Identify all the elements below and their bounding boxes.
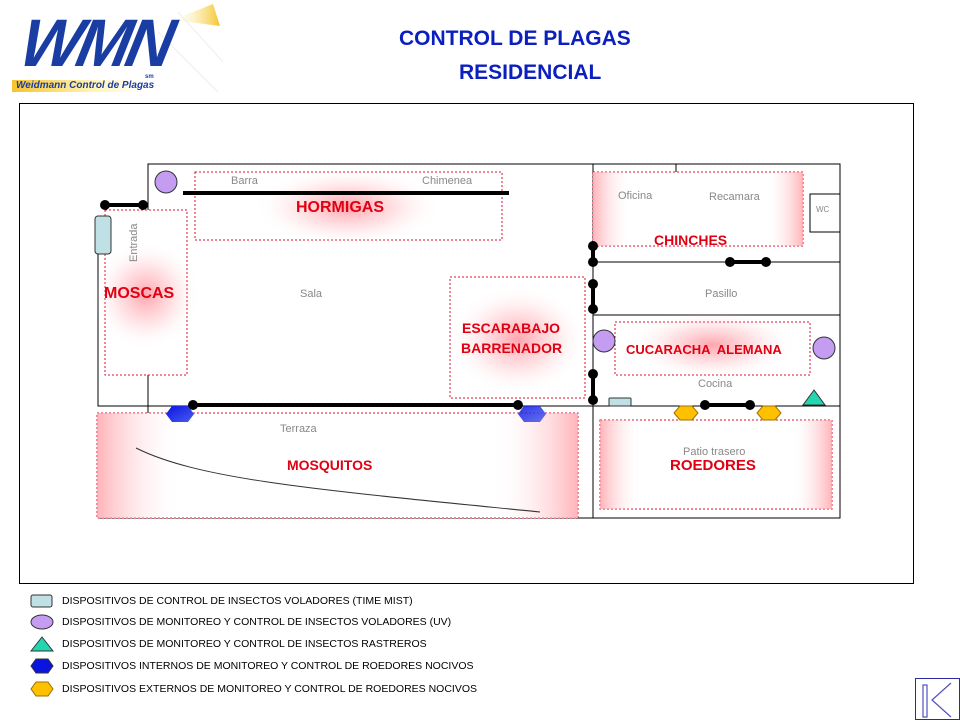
room-sala: Sala [300, 288, 323, 300]
logo-tagline: Weidmann Control de Plagas [16, 80, 155, 91]
first-slide-button[interactable] [915, 678, 960, 720]
zone-hormigas-glow [253, 167, 443, 247]
internal-rodent-device-icon[interactable] [166, 406, 194, 422]
legend-label: DISPOSITIVOS EXTERNOS DE MONITOREO Y CON… [62, 683, 478, 695]
pest-roedores: ROEDORES [670, 457, 756, 474]
door-hinge [100, 200, 110, 210]
door-hinge [725, 257, 735, 267]
pest-mosquitos: MOSQUITOS [287, 457, 372, 473]
logo-tagline-bar [12, 80, 142, 92]
uv-device-icon [30, 614, 54, 630]
zone-mosquitos-glow [97, 413, 578, 518]
legend-label: DISPOSITIVOS DE MONITOREO Y CONTROL DE I… [62, 616, 452, 628]
pest-zones [91, 167, 833, 519]
door-hinge [588, 304, 598, 314]
wc-room [809, 193, 841, 233]
time-mist-device-icon [30, 594, 53, 608]
uv-device-icon[interactable] [592, 329, 616, 353]
pest-escarabajo-line2: BARRENADOR [461, 340, 562, 356]
legend-item: DISPOSITIVOS EXTERNOS DE MONITOREO Y CON… [30, 681, 477, 697]
legend-item: DISPOSITIVOS INTERNOS DE MONITOREO Y CON… [30, 658, 474, 674]
room-cocina: Cocina [698, 378, 733, 390]
crawling-insect-device-icon [30, 636, 54, 652]
door-hinge [588, 279, 598, 289]
external-rodent-device-icon[interactable] [673, 405, 699, 421]
room-recamara: Recamara [709, 191, 761, 203]
logo-tm: sm [145, 74, 154, 80]
doors [100, 191, 771, 410]
external-rodent-device-icon[interactable] [756, 405, 782, 421]
time-mist-device-icon[interactable] [608, 397, 632, 407]
room-terraza: Terraza [280, 423, 318, 435]
room-barra: Barra [231, 175, 259, 187]
floor-plan-frame [19, 103, 914, 584]
door-hinge [138, 200, 148, 210]
room-entrada: Entrada [128, 223, 140, 262]
legend-label: DISPOSITIVOS DE CONTROL DE INSECTOS VOLA… [62, 595, 413, 607]
devices [94, 170, 836, 422]
external-rodent-device-icon [30, 681, 54, 697]
page-subtitle: RESIDENCIAL [459, 61, 602, 84]
internal-rodent-device-icon[interactable] [518, 406, 546, 422]
internal-rodent-device-icon [30, 658, 54, 674]
zone-moscas-glow [91, 240, 201, 350]
legend-item: DISPOSITIVOS DE MONITOREO Y CONTROL DE I… [30, 614, 451, 630]
door-hinge [188, 400, 198, 410]
zone-roedores-glow [600, 420, 832, 509]
legend-item: DISPOSITIVOS DE CONTROL DE INSECTOS VOLA… [30, 593, 413, 609]
terraza-curve-top [135, 447, 541, 513]
uv-device-icon[interactable] [812, 336, 836, 360]
pest-cucaracha: CUCARACHA ALEMANA [626, 342, 782, 357]
room-chimenea: Chimenea [422, 175, 473, 187]
room-wc: WC [816, 205, 830, 214]
zone-escarabajo-glow [448, 285, 588, 395]
door-hinge [700, 400, 710, 410]
zone-cucaracha-glow [627, 310, 797, 380]
zone-chinches-glow [593, 172, 803, 246]
crawling-insect-device-icon[interactable] [802, 389, 826, 406]
time-mist-device-icon[interactable] [94, 215, 112, 255]
legend-item: DISPOSITIVOS DE MONITOREO Y CONTROL DE I… [30, 636, 427, 652]
pest-chinches: CHINCHES [654, 232, 727, 248]
door-hinge [588, 241, 598, 251]
room-pasillo: Pasillo [705, 288, 737, 300]
skip-to-start-icon [922, 682, 952, 718]
room-oficina: Oficina [618, 190, 653, 202]
pest-moscas: MOSCAS [104, 285, 175, 302]
pest-escarabajo-line1: ESCARABAJO [462, 320, 560, 336]
legend-label: DISPOSITIVOS INTERNOS DE MONITOREO Y CON… [62, 660, 474, 672]
legend-label: DISPOSITIVOS DE MONITOREO Y CONTROL DE I… [62, 638, 427, 650]
door-hinge [513, 400, 523, 410]
logo-beam-icon [157, 4, 224, 93]
page-title: CONTROL DE PLAGAS [399, 27, 631, 50]
door-hinge [588, 395, 598, 405]
door-hinge [745, 400, 755, 410]
door-hinge [761, 257, 771, 267]
uv-device-icon[interactable] [154, 170, 178, 194]
pest-hormigas: HORMIGAS [296, 199, 384, 216]
room-patio: Patio trasero [683, 446, 745, 458]
door-hinge [588, 257, 598, 267]
logo: WMN Weidmann Control de Plagas sm [8, 2, 228, 97]
door-hinge [588, 369, 598, 379]
